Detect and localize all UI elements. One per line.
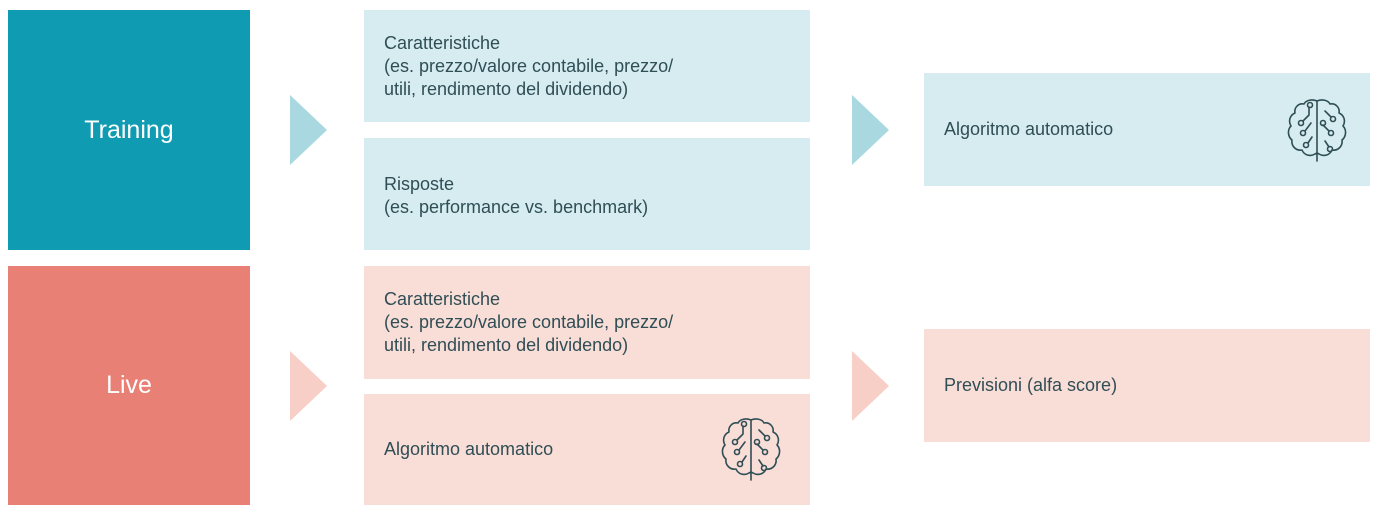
live-forecast-box: Previsioni (alfa score) (924, 329, 1370, 442)
live-input-arrow (290, 351, 327, 421)
live-output-arrow (852, 351, 889, 421)
training-features-box: Caratteristiche (es. prezzo/valore conta… (364, 10, 810, 122)
brain-icon (716, 414, 786, 484)
training-phase-box: Training (8, 10, 250, 250)
training-responses-title: Risposte (384, 174, 455, 194)
training-algorithm-box: Algoritmo automatico (924, 73, 1370, 186)
live-forecast-label: Previsioni (alfa score) (944, 375, 1118, 395)
training-features-line-1: (es. prezzo/valore contabile, prezzo/ (384, 56, 674, 76)
live-algorithm-label: Algoritmo automatico (384, 439, 554, 459)
training-phase-label: Training (84, 115, 174, 144)
training-features-title: Caratteristiche (384, 33, 501, 53)
live-phase-box: Live (8, 266, 250, 505)
brain-icon (1282, 95, 1352, 165)
live-features-line-1: (es. prezzo/valore contabile, prezzo/ (384, 312, 674, 332)
live-features-box: Caratteristiche (es. prezzo/valore conta… (364, 266, 810, 379)
live-features-title: Caratteristiche (384, 289, 501, 309)
training-features-line-2: utili, rendimento del dividendo) (384, 79, 629, 99)
live-features-line-2: utili, rendimento del dividendo) (384, 335, 629, 355)
training-algorithm-label: Algoritmo automatico (944, 119, 1114, 139)
training-responses-line-1: (es. performance vs. benchmark) (384, 197, 649, 217)
training-output-arrow (852, 95, 889, 165)
training-input-arrow (290, 95, 327, 165)
live-phase-label: Live (106, 371, 152, 399)
training-responses-box: Risposte (es. performance vs. benchmark) (364, 138, 810, 250)
